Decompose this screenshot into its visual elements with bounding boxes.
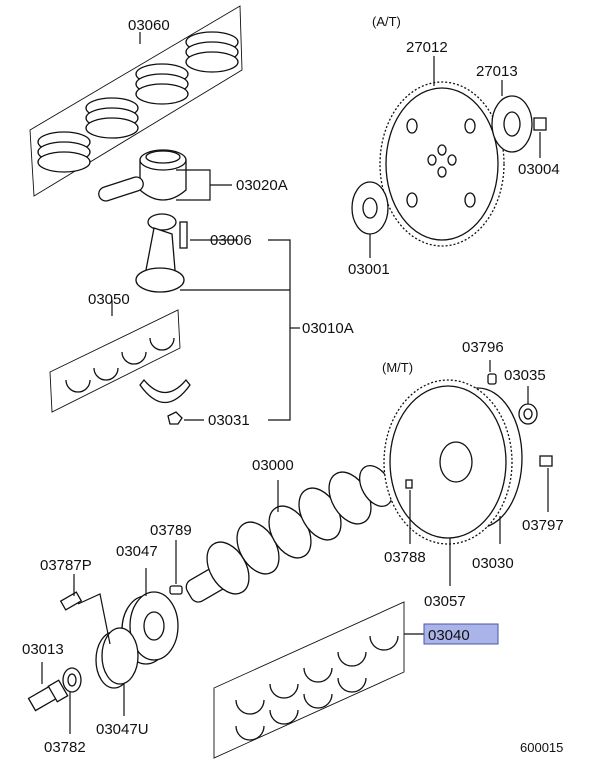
- pulley-group: [59, 540, 183, 716]
- rod-bearings-group: [49, 300, 181, 413]
- label-at: (A/T): [372, 14, 401, 29]
- label-03000: 03000: [252, 457, 294, 474]
- main-bearings-group: [213, 601, 424, 759]
- bolt-washer-group: [27, 574, 82, 734]
- label-03031: 03031: [208, 412, 250, 429]
- connecting-rod-group: [135, 213, 300, 421]
- label-27012: 27012: [406, 39, 448, 56]
- label-03060: 03060: [128, 17, 170, 34]
- label-03013: 03013: [22, 641, 64, 658]
- highlight-box-03040: [423, 623, 499, 645]
- label-03004: 03004: [518, 161, 560, 178]
- label-03035: 03035: [504, 367, 546, 384]
- label-mt: (M/T): [382, 360, 413, 375]
- label-03006: 03006: [210, 232, 252, 249]
- rod-cap-group: [139, 378, 204, 425]
- label-03796: 03796: [462, 339, 504, 356]
- flywheel-group: [383, 360, 553, 586]
- label-27013: 27013: [476, 63, 518, 80]
- piston-rings-group: [29, 5, 243, 197]
- label-03040: 03040: [428, 627, 470, 644]
- crankshaft-group: [185, 465, 394, 603]
- drive-plate-group: [351, 56, 547, 258]
- label-03047u: 03047U: [96, 721, 149, 738]
- label-03057: 03057: [424, 593, 466, 610]
- label-03047: 03047: [116, 543, 158, 560]
- label-03789: 03789: [150, 522, 192, 539]
- label-03797: 03797: [522, 517, 564, 534]
- label-03020a: 03020A: [236, 177, 288, 194]
- label-03010a: 03010A: [302, 320, 354, 337]
- piston-group: [98, 149, 232, 202]
- diagram-code: 600015: [520, 740, 563, 755]
- label-03001: 03001: [348, 261, 390, 278]
- label-03050: 03050: [88, 291, 130, 308]
- label-03788: 03788: [384, 549, 426, 566]
- label-03787p: 03787P: [40, 557, 92, 574]
- label-03030: 03030: [472, 555, 514, 572]
- label-03782: 03782: [44, 739, 86, 756]
